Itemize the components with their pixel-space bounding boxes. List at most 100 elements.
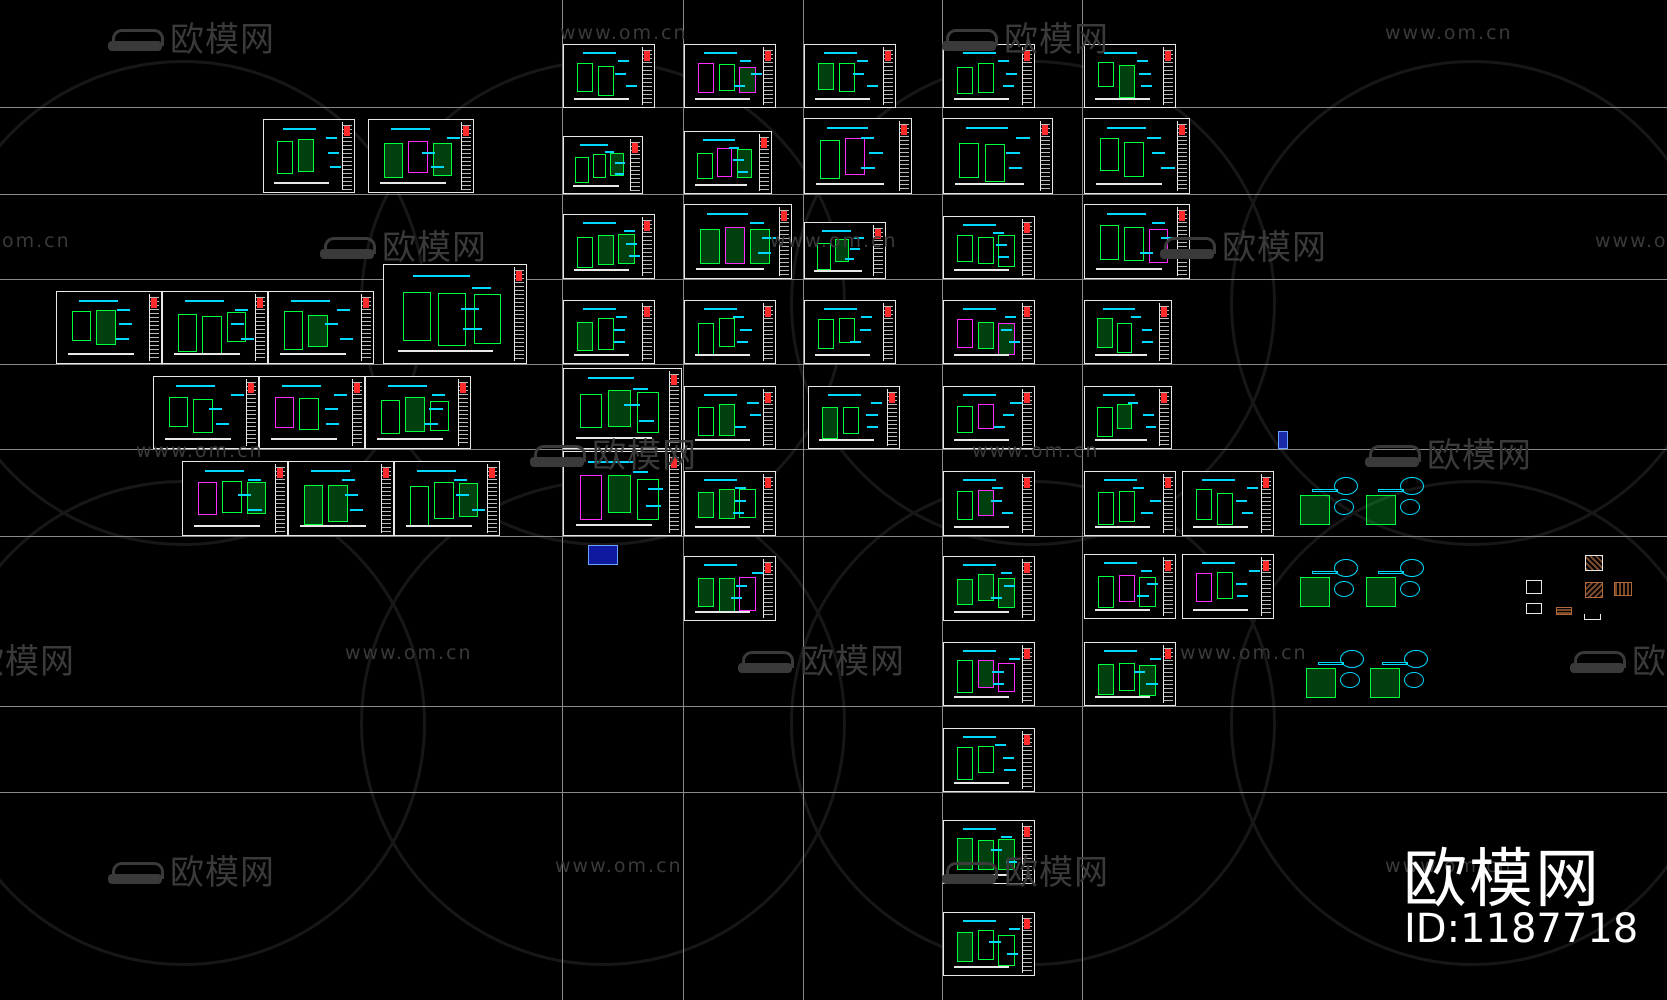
drawing-sheet[interactable]: [1084, 386, 1172, 449]
dimension-line: [413, 274, 470, 277]
legend-block[interactable]: [588, 545, 618, 565]
hatch-swatch[interactable]: [1585, 555, 1603, 571]
sofa-logo-icon: [320, 235, 376, 261]
block-thumbnail[interactable]: [1584, 614, 1601, 620]
sofa-logo-icon: [108, 27, 164, 53]
drawing-sheet[interactable]: [943, 300, 1035, 364]
drawing-sheet[interactable]: [1084, 44, 1176, 108]
sheet-drawing: [1089, 123, 1175, 189]
annotation-leader: [757, 251, 772, 254]
hatch-swatch[interactable]: [1614, 582, 1632, 596]
drawing-sheet[interactable]: [368, 119, 474, 193]
drawing-sheet[interactable]: [943, 216, 1035, 279]
drawing-sheet[interactable]: [804, 118, 912, 194]
grid-line-vertical: [942, 0, 943, 1000]
drawing-sheet[interactable]: [684, 300, 776, 364]
detail-callout-group[interactable]: [1366, 557, 1430, 612]
annotation-leader: [1001, 512, 1013, 515]
annotation-leader: [740, 328, 752, 331]
drawing-sheet[interactable]: [943, 118, 1053, 194]
elevation-outline: [576, 62, 594, 92]
annotation-leader: [1002, 756, 1015, 759]
title-block: [1022, 474, 1032, 533]
drawing-sheet[interactable]: [1084, 471, 1176, 536]
watermark-url: om.cn: [2, 230, 71, 252]
drawing-sheet[interactable]: [804, 300, 896, 364]
title-block-mark: [671, 375, 677, 385]
drawing-sheet[interactable]: [943, 471, 1035, 536]
hatch-swatch[interactable]: [1585, 582, 1603, 598]
drawing-sheet[interactable]: [1084, 118, 1190, 194]
drawing-sheet[interactable]: [943, 386, 1035, 449]
annotation-leader: [1141, 512, 1153, 515]
elevation-outline: [597, 235, 614, 265]
drawing-sheet[interactable]: [1084, 300, 1172, 364]
drawing-sheet[interactable]: [1182, 471, 1274, 536]
drawing-sheet[interactable]: [804, 222, 886, 279]
drawing-sheet[interactable]: [563, 214, 655, 279]
drawing-sheet[interactable]: [259, 376, 365, 449]
elevation-outline: [1216, 571, 1233, 600]
elevation-outline: [608, 474, 631, 514]
drawing-sheet[interactable]: [153, 376, 259, 449]
legend-block[interactable]: [1278, 431, 1288, 449]
detail-callout-group[interactable]: [1366, 475, 1430, 530]
drawing-sheet[interactable]: [383, 264, 527, 364]
drawing-sheet[interactable]: [943, 728, 1035, 792]
block-thumbnail[interactable]: [1526, 580, 1542, 594]
drawing-sheet[interactable]: [684, 556, 776, 621]
drawing-sheet[interactable]: [563, 44, 655, 108]
title-block-mark: [1042, 125, 1048, 135]
title-block: [1022, 559, 1032, 618]
drawing-sheet[interactable]: [563, 368, 682, 449]
drawing-sheet[interactable]: [365, 376, 471, 449]
annotation-leader: [1003, 584, 1015, 587]
title-block: [342, 122, 352, 190]
drawing-sheet[interactable]: [563, 300, 655, 364]
drawing-sheet[interactable]: [684, 131, 772, 194]
detail-callout-group[interactable]: [1370, 648, 1434, 703]
sheet-drawing: [264, 381, 350, 444]
drawing-sheet[interactable]: [808, 386, 900, 449]
drawing-sheet[interactable]: [684, 44, 776, 108]
elevation-outline: [1195, 489, 1213, 521]
drawing-sheet[interactable]: [56, 291, 162, 364]
detail-callout-group[interactable]: [1300, 557, 1364, 612]
drawing-sheet[interactable]: [943, 556, 1035, 621]
hatch-swatch[interactable]: [1556, 607, 1572, 615]
drawing-sheet[interactable]: [684, 386, 776, 449]
drawing-sheet[interactable]: [1084, 642, 1176, 706]
annotation-leader: [1141, 328, 1153, 331]
title-block: [763, 559, 773, 618]
drawing-sheet[interactable]: [943, 912, 1035, 976]
drawing-sheet[interactable]: [684, 204, 792, 279]
drawing-sheet[interactable]: [684, 471, 776, 536]
annotation-leader: [1235, 582, 1247, 585]
watermark-url: www.om.cn: [1385, 855, 1513, 877]
drawing-sheet[interactable]: [268, 291, 374, 364]
elevation-outline: [1097, 61, 1115, 88]
elevation-outline: [956, 491, 974, 520]
drawing-sheet[interactable]: [1182, 554, 1274, 619]
annotation-leader: [1005, 151, 1020, 154]
annotation-leader: [633, 387, 649, 390]
drawing-sheet[interactable]: [1084, 554, 1176, 619]
title-block-mark: [875, 229, 881, 239]
elevation-outline: [725, 227, 745, 265]
drawing-sheet[interactable]: [943, 642, 1035, 706]
block-thumbnail[interactable]: [1526, 603, 1542, 614]
drawing-sheet[interactable]: [943, 44, 1035, 108]
detail-callout-group[interactable]: [1306, 648, 1370, 703]
title-block-mark: [1024, 393, 1030, 403]
sheet-drawing: [1089, 476, 1161, 531]
drawing-sheet[interactable]: [563, 136, 643, 194]
drawing-sheet[interactable]: [804, 44, 896, 108]
drawing-sheet[interactable]: [162, 291, 268, 364]
dimension-line: [387, 384, 428, 387]
drawing-sheet[interactable]: [263, 119, 355, 193]
drawing-sheet[interactable]: [394, 461, 500, 536]
drawing-sheet[interactable]: [288, 461, 394, 536]
detail-callout-group[interactable]: [1300, 475, 1364, 530]
drawing-sheet[interactable]: [182, 461, 288, 536]
